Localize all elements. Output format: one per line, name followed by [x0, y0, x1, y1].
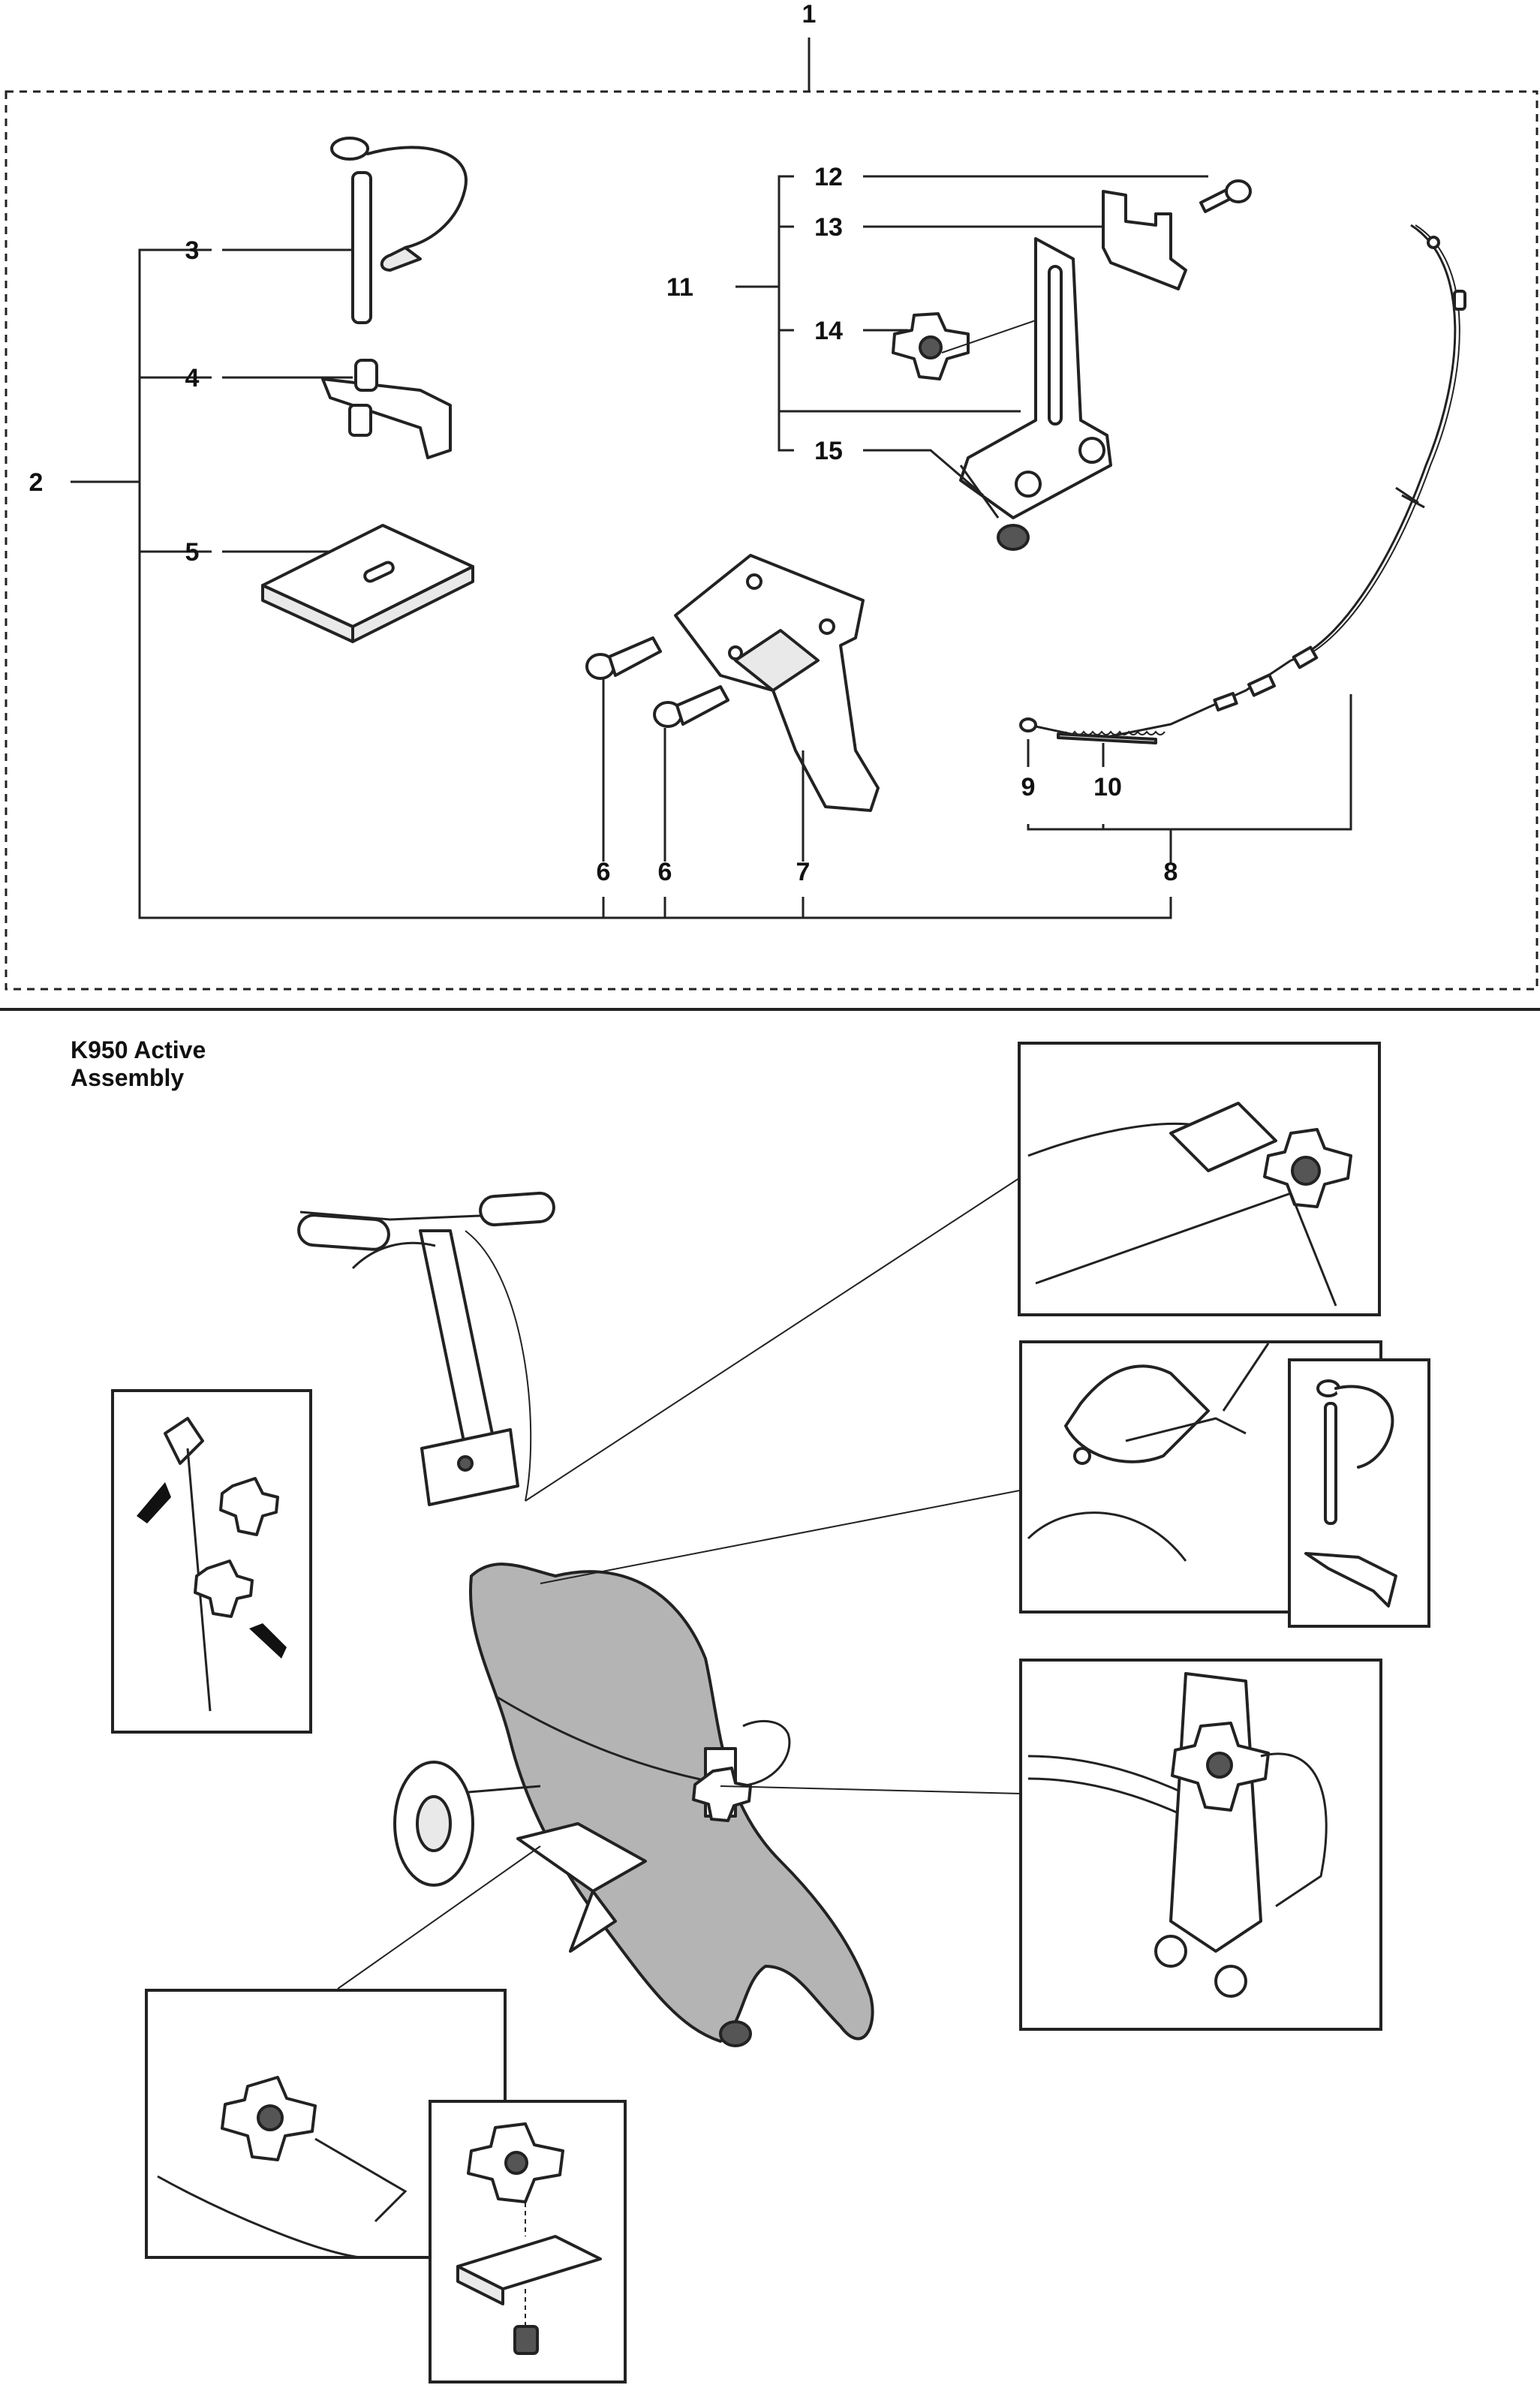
part-6-bolt-lower: [653, 685, 729, 862]
arrow-icon: [249, 1623, 287, 1659]
part-3-locking-rod: [222, 137, 468, 324]
callout-7: 7: [796, 858, 811, 886]
callout-2: 2: [29, 468, 44, 497]
kit-boundary-dashed-frame: [5, 90, 1538, 991]
arrow-icon: [137, 1482, 171, 1523]
part-15-screw: [863, 449, 1030, 551]
callout-14: 14: [814, 317, 843, 345]
detail-pointer-lines: [337, 1177, 1044, 1989]
callout-5: 5: [185, 538, 200, 567]
detail-inset-knob-bracket: [1019, 1659, 1382, 2031]
part-11-slotted-bracket-assembly: [959, 237, 1112, 519]
part-4-hook-bracket: [222, 359, 452, 459]
part-12-screw: [863, 175, 1252, 213]
callout-13: 13: [814, 213, 843, 242]
cart-assembly-illustration: [297, 1191, 874, 2047]
callout-10: 10: [1093, 773, 1122, 802]
part-8-throttle-cable: [1019, 224, 1466, 863]
detail-inset-knob-plate-screw: [429, 2100, 627, 2383]
part-6-bolt-upper: [585, 636, 662, 862]
assembly-title-line1: K950 Active: [71, 1036, 206, 1063]
callout-11: 11: [666, 273, 693, 302]
callout-3: 3: [185, 236, 200, 265]
callout-12: 12: [814, 163, 843, 191]
exploded-view: 1 2 3 4 5: [5, 0, 1538, 991]
part-14-star-knob: [863, 312, 1051, 380]
callout-9: 9: [1021, 773, 1036, 802]
group-2-bracket: [71, 248, 1172, 919]
group-11-bracket: [735, 175, 1021, 452]
callout-6a: 6: [597, 858, 611, 886]
callout-8: 8: [1164, 858, 1178, 886]
callout-15: 15: [814, 437, 843, 465]
part-13-clip: [863, 190, 1187, 290]
callout-1: 1: [802, 0, 817, 29]
detail-inset-cable-clamp: [1018, 1042, 1381, 1316]
part-7-mounting-bracket: [674, 554, 880, 862]
detail-inset-rod-part: [1288, 1358, 1430, 1628]
callout-4: 4: [185, 364, 200, 392]
assembly-title-line2: Assembly: [71, 1064, 184, 1091]
detail-inset-adjustment-rod: [111, 1389, 312, 1734]
part-5-slotted-plate: [222, 524, 474, 643]
callout-6b: 6: [658, 858, 672, 886]
